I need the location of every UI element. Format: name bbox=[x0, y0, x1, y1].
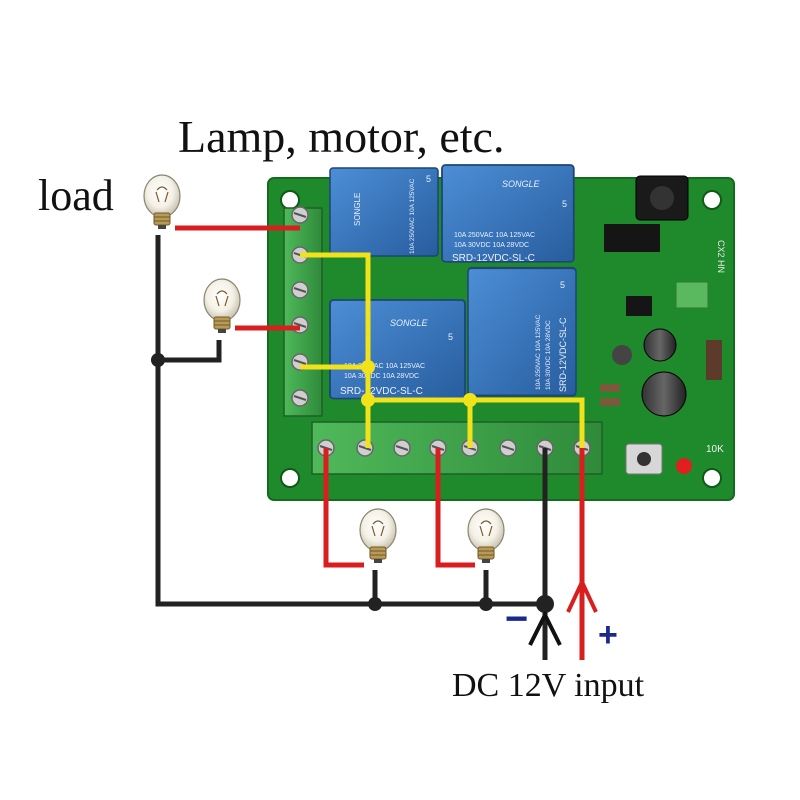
terminal-screw-icon bbox=[499, 439, 517, 457]
bulb-icon bbox=[203, 278, 241, 334]
relay-brand: SONGLE bbox=[353, 193, 362, 226]
relay-brand: SONGLE bbox=[390, 318, 429, 328]
ic-chip bbox=[604, 224, 660, 252]
terminal-screw-icon bbox=[291, 281, 309, 299]
coil-component bbox=[706, 340, 722, 380]
resistor bbox=[600, 384, 620, 392]
relay-model: SRD-12VDC-SL-C bbox=[452, 253, 535, 264]
left-terminal-block bbox=[283, 206, 323, 417]
bulb-icon bbox=[359, 508, 397, 564]
diagram-title: Lamp, motor, etc. bbox=[178, 111, 504, 162]
black-wire-bulb2 bbox=[158, 340, 222, 363]
capacitor-icon bbox=[643, 328, 677, 362]
wiring bbox=[155, 225, 585, 660]
mount-hole-br bbox=[702, 468, 722, 488]
bottom-terminal-block bbox=[311, 421, 603, 475]
bulb-icon bbox=[467, 508, 505, 564]
input-label: DC 12V input bbox=[452, 667, 645, 704]
red-wire-bulb4 bbox=[435, 448, 475, 568]
relay-rating-2: 10A 30VDC 10A 28VDC bbox=[454, 242, 529, 249]
terminal-screw-icon bbox=[356, 439, 374, 457]
relay-rating-1: 10A 250VAC 10A 125VAC bbox=[454, 232, 535, 239]
terminal-screw-icon bbox=[291, 206, 309, 224]
board-edge-label: CX2 HN bbox=[716, 240, 726, 273]
relay-rating-1: 10A 250VAC 10A 125VAC bbox=[535, 314, 542, 390]
relay-pin: 5 bbox=[560, 280, 565, 290]
junction-dots bbox=[151, 353, 554, 613]
minus-arrow-icon bbox=[528, 610, 562, 646]
jumper-block bbox=[675, 281, 709, 309]
yellow-wire-com-a bbox=[300, 252, 371, 448]
relay-model: SRD-12VDC-SL-C bbox=[340, 386, 423, 397]
minus-sign: − bbox=[505, 597, 528, 641]
terminal-screw-icon bbox=[291, 389, 309, 407]
load-label: load bbox=[38, 171, 114, 220]
yellow-wire-bus bbox=[368, 397, 585, 448]
led-icon bbox=[676, 458, 692, 474]
ic-chip-small bbox=[626, 296, 652, 316]
relay-3: SONGLE 5 10A 250VAC 10A 125VAC 10A 30VDC… bbox=[329, 299, 466, 400]
relay-pin: 5 bbox=[426, 174, 431, 184]
plus-sign: + bbox=[598, 616, 618, 654]
relay-4: 5 10A 250VAC 10A 125VAC 10A 30VDC 10A 28… bbox=[466, 266, 578, 397]
relay-icon bbox=[329, 299, 466, 400]
relay-rating-1: 10A 250VAC 10A 125VAC bbox=[409, 178, 416, 254]
relay-rating-2: 10A 30VDC 10A 28VDC bbox=[545, 320, 552, 390]
mount-hole-tr bbox=[702, 190, 722, 210]
relay-2: SONGLE 5 10A 250VAC 10A 125VAC 10A 30VDC… bbox=[441, 164, 575, 264]
buzzer bbox=[612, 345, 632, 365]
relay-rating-2: 10A 30VDC 10A 28VDC bbox=[344, 373, 419, 380]
relay-pin: 5 bbox=[448, 332, 453, 342]
black-wire-main-loop bbox=[155, 235, 548, 607]
board-electronics: 10K CX2 HN bbox=[600, 175, 726, 475]
relay-icon bbox=[329, 167, 439, 257]
terminal-screw-icon bbox=[393, 439, 411, 457]
relay-brand: SONGLE bbox=[502, 179, 541, 189]
relay-1: SONGLE 10A 250VAC 10A 125VAC 5 bbox=[329, 167, 439, 257]
relay-rating-1: 10A 250VAC 10A 125VAC bbox=[344, 363, 425, 370]
terminal-screw-icon bbox=[291, 316, 309, 334]
relay-board: SONGLE 10A 250VAC 10A 125VAC 5 SONGLE 5 … bbox=[267, 164, 735, 501]
resistor-label: 10K bbox=[706, 444, 724, 455]
mount-hole-bl bbox=[280, 468, 300, 488]
resistor bbox=[600, 398, 620, 406]
capacitor-icon bbox=[641, 371, 687, 417]
relay-pin: 5 bbox=[562, 199, 567, 209]
red-wire-bulb3 bbox=[323, 448, 364, 568]
input-arrows bbox=[528, 577, 598, 646]
bulb-icon bbox=[143, 174, 181, 230]
mount-hole-tl bbox=[280, 190, 300, 210]
relay-model: SRD-12VDC-SL-C bbox=[558, 317, 568, 392]
plus-arrow-icon bbox=[566, 577, 598, 613]
